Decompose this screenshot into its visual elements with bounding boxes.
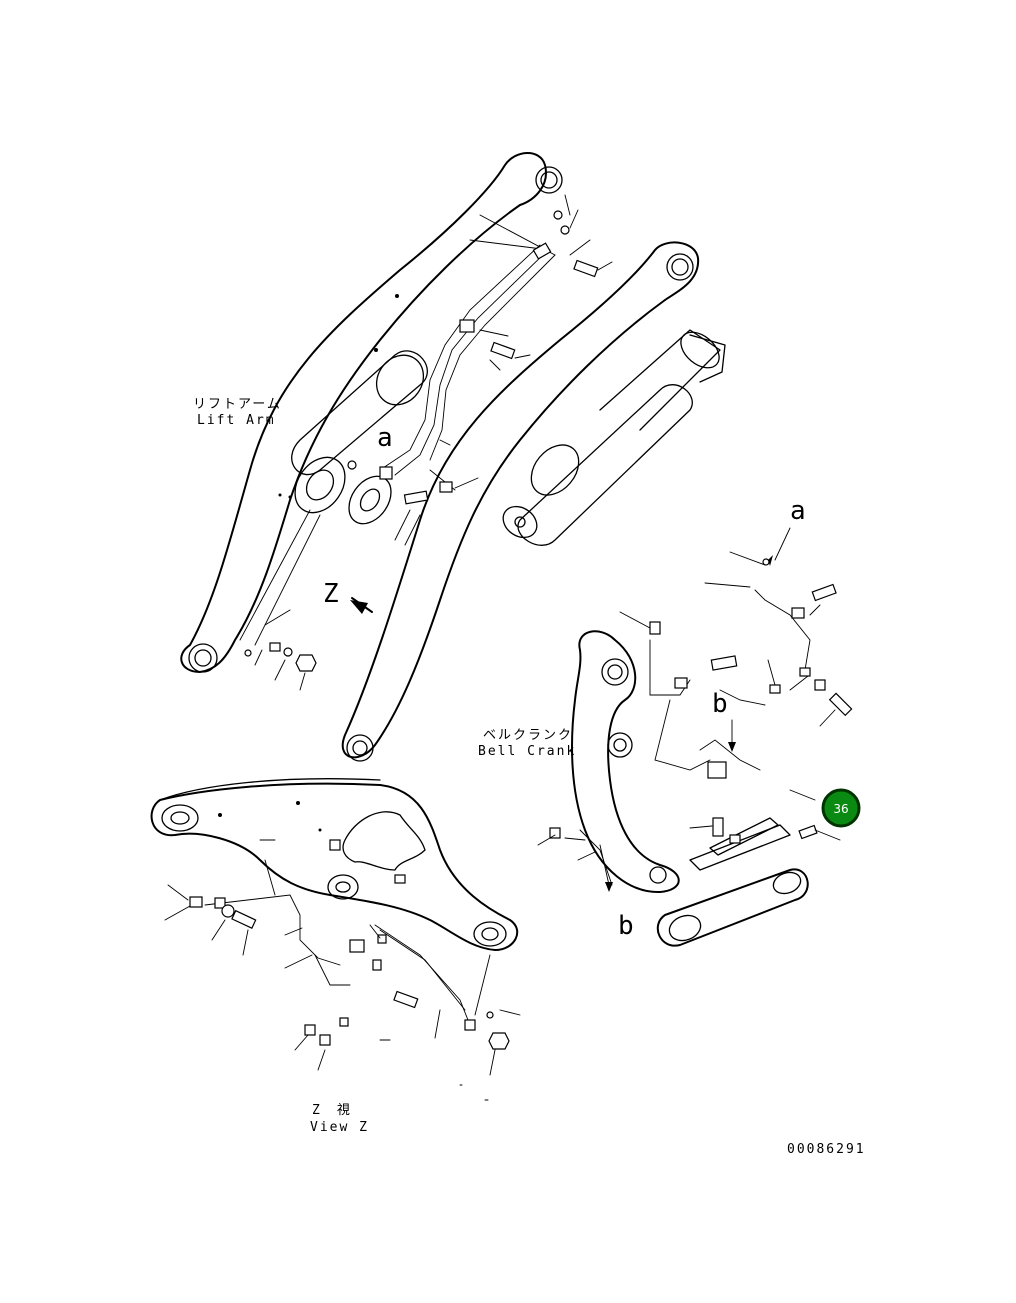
lift-arm-label-en: Lift Arm <box>197 413 276 428</box>
callout-number: 36 <box>833 802 848 816</box>
lift-arm-label-jp: リフトアーム <box>193 397 282 412</box>
reference-b-top: b <box>712 689 728 719</box>
part-callout-36[interactable]: 36 <box>821 788 861 828</box>
reference-a-detail: a <box>790 496 806 526</box>
bell-crank-label-jp: ベルクランク <box>483 728 573 743</box>
view-z-label-en: View Z <box>310 1120 369 1135</box>
bell-crank-assembly <box>537 527 853 947</box>
z-view-marker: Z <box>323 579 339 609</box>
callout-circle[interactable] <box>821 788 861 828</box>
bell-crank-label-en: Bell Crank <box>478 744 576 759</box>
drawing-number: 00086291 <box>787 1142 866 1157</box>
reference-b-bottom: b <box>618 911 634 941</box>
view-z-label-jp: Z 視 <box>312 1103 352 1118</box>
reference-a-main: a <box>377 423 393 453</box>
view-z-assembly <box>150 778 521 1101</box>
lift-arm-assembly <box>180 152 726 762</box>
